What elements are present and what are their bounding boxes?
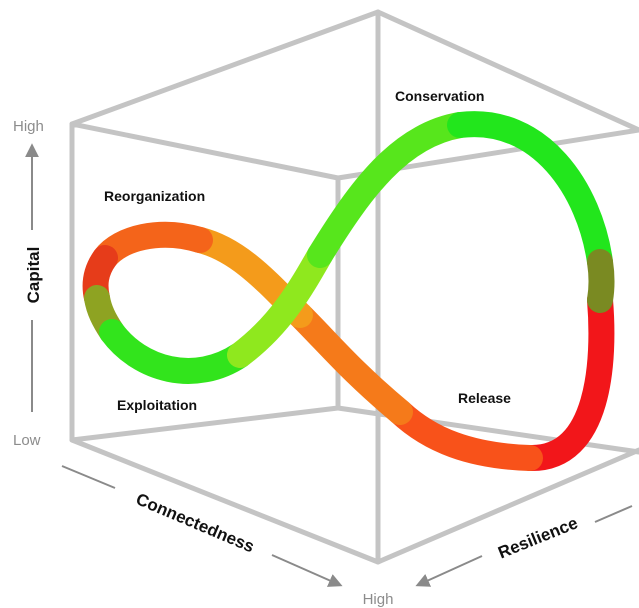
loop-segment-front-green (307, 112, 473, 268)
connectedness-axis-high-label: High (363, 591, 394, 608)
connectedness-axis (61, 465, 343, 587)
resilience-axis-end-line (415, 555, 483, 587)
capital-axis-title: Capital (24, 247, 43, 304)
cube-back-top-edges (69, 9, 639, 133)
connectedness-axis-end-line (271, 554, 343, 587)
resilience-axis (415, 505, 633, 587)
phase-label-exploitation: Exploitation (117, 397, 197, 413)
capital-axis-high-label: High (13, 118, 44, 135)
resilience-axis-title: Resilience (495, 513, 580, 562)
phase-label-reorganization: Reorganization (104, 188, 205, 204)
phase-label-conservation: Conservation (395, 88, 484, 104)
loop-segment-release-red (517, 287, 615, 472)
adaptive-cycle-loop (82, 111, 615, 472)
loop-segment-exploitation (99, 319, 253, 384)
connectedness-axis-title: Connectedness (133, 489, 257, 556)
cube-back-bottom-edge (375, 447, 639, 565)
loop-segment-front-lime (227, 242, 333, 368)
loop-segment-right-olive (587, 249, 615, 313)
cube-wireframe (69, 9, 639, 565)
connectedness-axis-start-line (61, 465, 116, 489)
capital-axis-low-label: Low (13, 432, 41, 449)
cube-bottom-left-edge (69, 437, 381, 565)
phase-label-release: Release (458, 390, 511, 406)
loop-segment-reorganization (92, 221, 213, 271)
loop-segment-conservation (447, 111, 613, 275)
loop-segment-release-orange (387, 399, 543, 471)
resilience-axis-start-line (594, 505, 633, 523)
loop-segment-back-orange (287, 302, 413, 425)
